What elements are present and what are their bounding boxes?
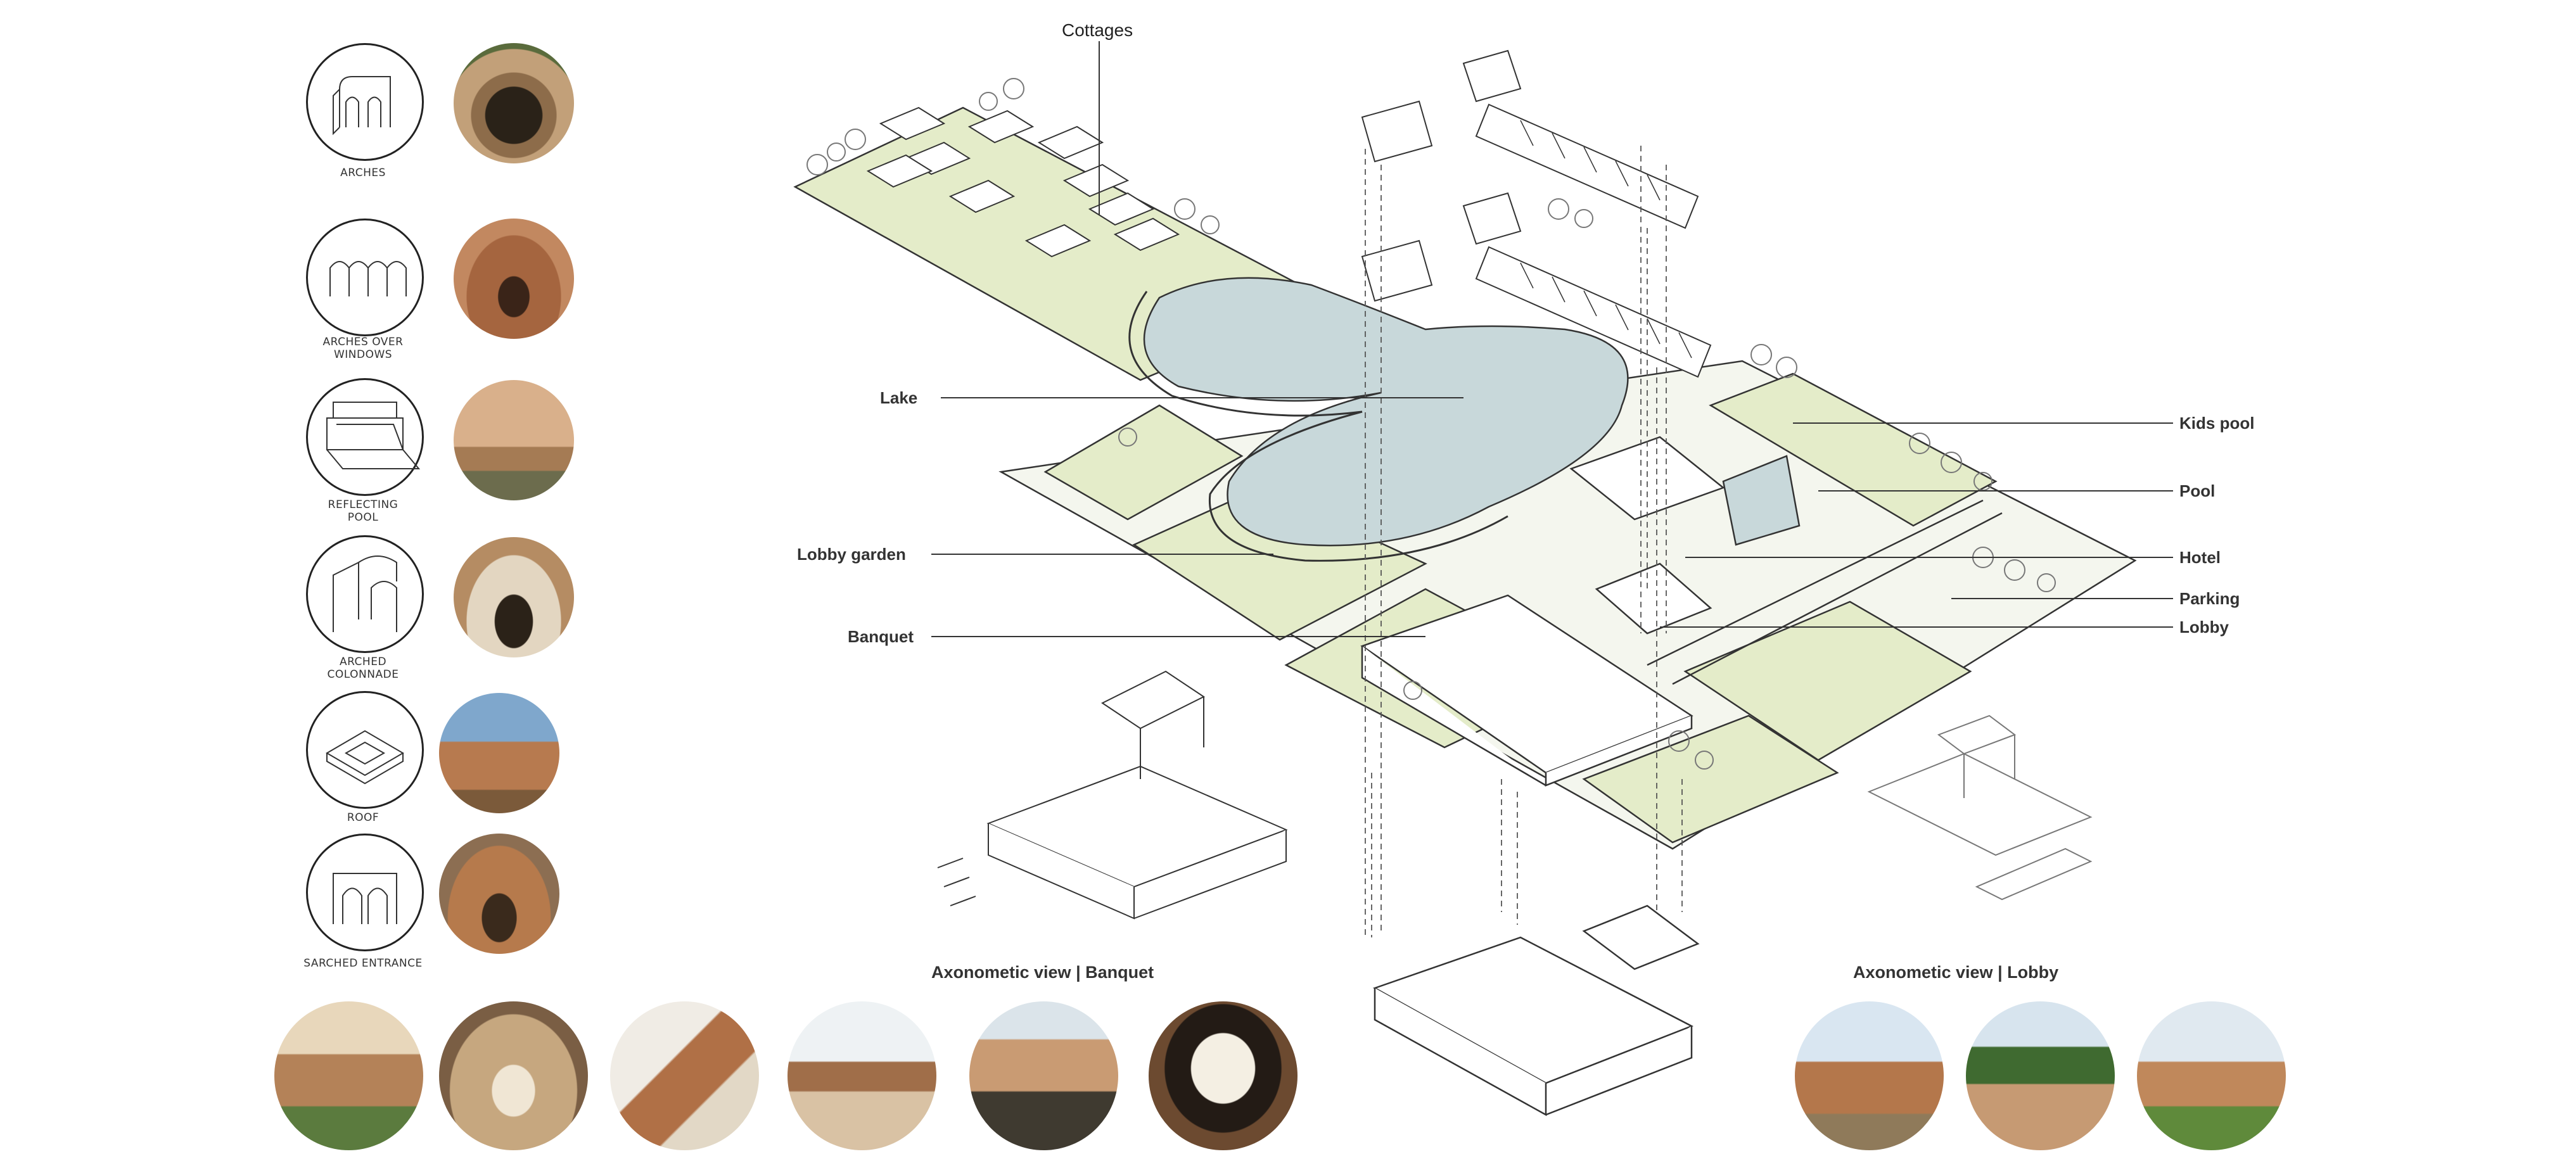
photo-strip-6: [1149, 1001, 1298, 1150]
caption-arched-colonnade: ARCHED COLONNADE: [327, 656, 399, 681]
label-banquet: Banquet: [848, 627, 914, 646]
label-lobby-garden: Lobby garden: [797, 545, 906, 564]
label-hotel: Hotel: [2179, 548, 2221, 567]
lake-edge: [1128, 291, 1508, 562]
photo-strip-7: [1795, 1001, 1944, 1150]
photo-strip-3: [610, 1001, 759, 1150]
photo-strip-8: [1966, 1001, 2115, 1150]
caption-reflecting-pool: REFLECTING POOL: [328, 498, 399, 524]
photo-roof: [439, 693, 559, 813]
photo-strip-1: [274, 1001, 423, 1150]
photo-strip-9: [2137, 1001, 2286, 1150]
photo-reflecting-pool: [454, 380, 574, 500]
caption-arched-entrance: SARCHED ENTRANCE: [303, 957, 423, 970]
label-pool: Pool: [2179, 481, 2216, 500]
arched-windows-sketch-icon: [306, 219, 424, 336]
photo-arches: [454, 43, 574, 163]
label-cottages: Cottages: [1062, 20, 1133, 40]
lake: [1143, 277, 1629, 547]
photo-arched-colonnade: [454, 537, 574, 657]
lower-building: [1372, 904, 1700, 1117]
reflecting-pool-sketch-icon: [306, 378, 424, 496]
caption-arches-over-windows: ARCHES OVER WINDOWS: [322, 336, 404, 361]
photo-strip-2: [439, 1001, 588, 1150]
title-axonometric-banquet: Axonometic view | Banquet: [931, 963, 1154, 982]
lawn-kids: [1709, 372, 1998, 527]
caption-arches: ARCHES: [340, 167, 386, 179]
label-kids-pool: Kids pool: [2179, 414, 2255, 433]
arch-sketch-icon: [306, 43, 424, 161]
lawn-west: [1043, 404, 1244, 521]
label-lake: Lake: [880, 388, 918, 407]
caption-roof: ROOF: [347, 811, 379, 824]
banquet-axonometric: [937, 670, 1288, 920]
label-parking: Parking: [2179, 589, 2240, 608]
lobby-axonometric: [1867, 714, 2093, 901]
lawn-south: [1582, 714, 1839, 844]
colonnade-sketch-icon: [306, 535, 424, 653]
label-lobby: Lobby: [2179, 618, 2229, 637]
photo-arched-entrance: [439, 834, 559, 954]
pool: [1722, 455, 1801, 546]
lawn-lobby-garden: [1132, 486, 1427, 641]
roof-sketch-icon: [306, 691, 424, 809]
photo-arches-over-windows: [454, 219, 574, 339]
entrance-sketch-icon: [306, 834, 424, 951]
title-axonometric-lobby: Axonometic view | Lobby: [1853, 963, 2059, 982]
photo-strip-4: [787, 1001, 936, 1150]
photo-strip-5: [969, 1001, 1118, 1150]
